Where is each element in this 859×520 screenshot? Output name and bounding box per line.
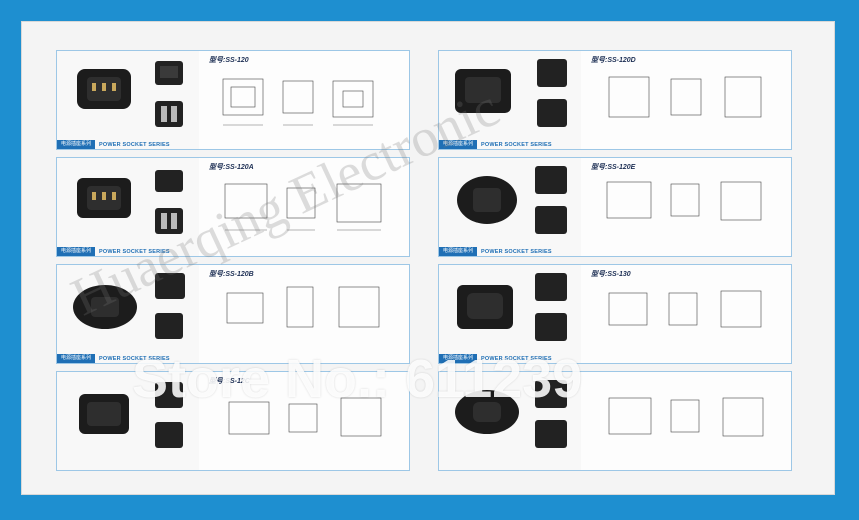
series-label-en: POWER SOCKET SERIES: [99, 141, 170, 148]
technical-drawing: 型号:SS-12C: [203, 372, 409, 470]
product-card: 型号:SS-120E 电源插座系列 POWER SOCKET SERIES: [438, 157, 792, 257]
technical-drawing: 型号:SS-120B: [203, 265, 409, 363]
product-photo: [57, 51, 199, 149]
series-label: 电源插座系列 POWER SOCKET SERIES: [439, 354, 552, 363]
model-number: 型号:SS-130: [591, 271, 631, 278]
model-number: 型号:SS-120A: [209, 164, 254, 171]
series-label-en: POWER SOCKET SERIES: [99, 355, 170, 362]
technical-drawing: 型号:SS-120E: [585, 158, 791, 256]
model-number: 型号:SS-120B: [209, 271, 254, 278]
product-photo: [439, 372, 581, 470]
series-label-cn: 电源插座系列: [439, 354, 478, 363]
technical-drawing: [585, 372, 791, 470]
model-number: 型号:SS-120E: [591, 164, 636, 171]
catalog-sheet: 型号:SS-120 电源插座系列 POWER SOCKET SERIES: [22, 22, 834, 494]
series-label: 电源插座系列 POWER SOCKET SERIES: [57, 354, 170, 363]
technical-drawing: 型号:SS-120A: [203, 158, 409, 256]
series-label: 电源插座系列 POWER SOCKET SERIES: [57, 247, 170, 256]
series-label-en: POWER SOCKET SERIES: [99, 248, 170, 255]
product-photo: [439, 265, 581, 363]
product-card: 型号:SS-12C: [56, 371, 410, 471]
series-label-en: POWER SOCKET SERIES: [481, 141, 552, 148]
model-number: 型号:SS-120: [209, 57, 249, 64]
series-label-cn: 电源插座系列: [57, 140, 96, 149]
series-label-en: POWER SOCKET SERIES: [481, 355, 552, 362]
product-photo: [57, 265, 199, 363]
product-card: 型号:SS-120B 电源插座系列 POWER SOCKET SERIES: [56, 264, 410, 364]
model-number: 型号:SS-120D: [591, 57, 636, 64]
product-photo: [57, 372, 199, 470]
product-card: 型号:SS-120D 电源插座系列 POWER SOCKET SERIES: [438, 50, 792, 150]
series-label: 电源插座系列 POWER SOCKET SERIES: [439, 247, 552, 256]
series-label-en: POWER SOCKET SERIES: [481, 248, 552, 255]
product-photo: [57, 158, 199, 256]
product-card: 型号:SS-120 电源插座系列 POWER SOCKET SERIES: [56, 50, 410, 150]
product-photo: [439, 51, 581, 149]
series-label-cn: 电源插座系列: [57, 354, 96, 363]
series-label: 电源插座系列 POWER SOCKET SERIES: [57, 140, 170, 149]
product-card: [438, 371, 792, 471]
product-card: 型号:SS-120A 电源插座系列 POWER SOCKET SERIES: [56, 157, 410, 257]
technical-drawing: 型号:SS-130: [585, 265, 791, 363]
series-label: 电源插座系列 POWER SOCKET SERIES: [439, 140, 552, 149]
series-label-cn: 电源插座系列: [439, 247, 478, 256]
model-number: 型号:SS-12C: [209, 378, 250, 385]
technical-drawing: 型号:SS-120D: [585, 51, 791, 149]
series-label-cn: 电源插座系列: [57, 247, 96, 256]
product-photo: [439, 158, 581, 256]
product-card: 型号:SS-130 电源插座系列 POWER SOCKET SERIES: [438, 264, 792, 364]
series-label-cn: 电源插座系列: [439, 140, 478, 149]
technical-drawing: 型号:SS-120: [203, 51, 409, 149]
